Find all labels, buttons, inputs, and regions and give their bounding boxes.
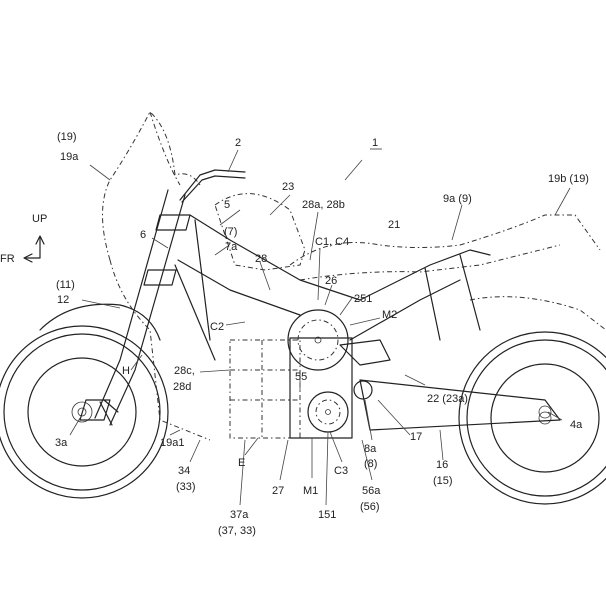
ref-28c: 28c, xyxy=(174,365,195,377)
rear-wheel xyxy=(458,331,606,505)
front-wheel xyxy=(0,325,169,499)
ref-2: 2 xyxy=(235,137,241,149)
ref-h: H xyxy=(122,365,130,377)
ref-7: (7) xyxy=(224,226,237,238)
ref-56: (56) xyxy=(360,501,380,513)
ref-3a: 3a xyxy=(55,437,68,449)
ref-7a: 7a xyxy=(225,241,238,253)
ref-4a: 4a xyxy=(570,419,583,431)
ref-37a: 37a xyxy=(230,509,249,521)
ref-17: 17 xyxy=(410,431,422,443)
front-cowl xyxy=(102,111,211,441)
ref-1: 1 xyxy=(372,137,378,149)
front-fender xyxy=(39,303,161,341)
ref-19: (19) xyxy=(57,131,77,143)
ref-28: 28 xyxy=(255,253,267,265)
main-frame xyxy=(174,214,491,361)
direction-indicator xyxy=(23,235,45,263)
ref-21: 21 xyxy=(388,219,400,231)
ref-8: (8) xyxy=(364,458,377,470)
ref-c1c4: C1, C4 xyxy=(315,236,349,248)
ref-6: 6 xyxy=(140,229,146,241)
ref-m1: M1 xyxy=(303,485,318,497)
ref-37-33: (37, 33) xyxy=(218,525,256,537)
ref-34: 34 xyxy=(178,465,190,477)
ref-m2: M2 xyxy=(382,309,397,321)
ref-19a1: 19a1 xyxy=(160,437,184,449)
ref-5: 5 xyxy=(224,199,230,211)
ref-16: 16 xyxy=(436,459,448,471)
swingarm xyxy=(339,339,561,431)
ref-c3: C3 xyxy=(334,465,348,477)
ref-12: 12 xyxy=(57,294,69,306)
ref-c2: C2 xyxy=(210,321,224,333)
ref-56a: 56a xyxy=(362,485,381,497)
ref-251: 251 xyxy=(354,293,372,305)
ref-151: 151 xyxy=(318,509,336,521)
ref-27: 27 xyxy=(272,485,284,497)
ref-19b: 19b (19) xyxy=(548,173,589,185)
seat-body xyxy=(289,214,601,266)
motor-m1 xyxy=(307,391,349,433)
ref-22: 22 (23a) xyxy=(427,393,468,405)
ref-e: E xyxy=(238,457,245,469)
ref-19a: 19a xyxy=(60,151,79,163)
battery-pack xyxy=(229,337,353,439)
ref-23: 23 xyxy=(282,181,294,193)
ref-28ab: 28a, 28b xyxy=(302,199,345,211)
up-label: UP xyxy=(32,213,47,225)
handlebar xyxy=(179,169,246,201)
ref-11: (11) xyxy=(56,279,75,291)
ref-55: 55 xyxy=(295,371,307,383)
ref-8a: 8a xyxy=(364,443,377,455)
front-label: FR xyxy=(0,253,15,265)
ref-9a: 9a (9) xyxy=(443,193,472,205)
ref-15: (15) xyxy=(433,475,453,487)
tank-cover xyxy=(214,193,306,271)
ref-28d: 28d xyxy=(173,381,191,393)
front-fork xyxy=(79,189,191,426)
motor-m2 xyxy=(287,309,349,371)
leader-lines xyxy=(69,149,571,506)
ref-33: (33) xyxy=(176,481,196,493)
rear-fender xyxy=(469,296,606,331)
ref-26: 26 xyxy=(325,275,337,287)
